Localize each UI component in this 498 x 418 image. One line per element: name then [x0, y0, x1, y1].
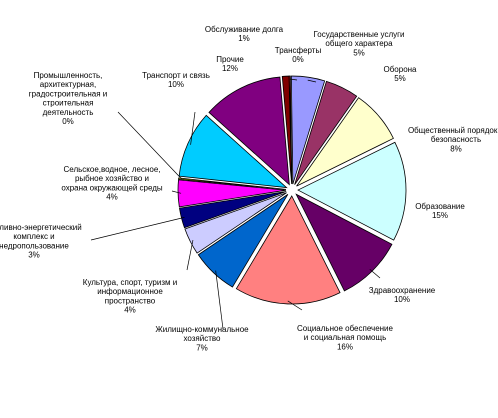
leader-line-11: [171, 190, 182, 194]
slice-label-line: архитектурная,: [40, 80, 96, 89]
slice-label-line: 10%: [394, 295, 410, 304]
leader-line-10: [90, 217, 185, 241]
pie-slice-8: [197, 194, 289, 288]
leader-line-2: [307, 79, 317, 83]
slice-label-line: 5%: [353, 48, 365, 57]
slice-label-line: Общественный порядок и: [408, 126, 498, 135]
slice-label-line: недропользование: [0, 241, 69, 250]
slice-label-line: общего характера: [325, 39, 393, 48]
pie-slice-4: [296, 97, 394, 187]
slice-label-line: 0%: [62, 117, 74, 126]
leader-line-9: [186, 240, 194, 271]
slice-label-line: Государственные услуги: [313, 30, 404, 39]
slice-label-line: хозяйство: [183, 334, 221, 343]
slice-label-line: Прочие: [216, 55, 244, 64]
leader-line-7: [287, 300, 303, 311]
leader-line-8: [215, 270, 224, 330]
slice-label-line: 1%: [238, 34, 250, 43]
pie-slice-9: [184, 192, 287, 254]
pie-slice-11: [177, 179, 287, 208]
slice-label-line: деятельность: [43, 108, 94, 117]
slice-label-line: 7%: [196, 343, 208, 352]
leader-lines-layer: [90, 78, 381, 330]
slice-label-line: 15%: [432, 211, 448, 220]
slice-label-line: Транспорт и связь: [142, 71, 210, 80]
slice-label-line: 12%: [222, 64, 238, 73]
slice-label-line: и социальная помощь: [304, 333, 386, 342]
slice-label-12: Промышленность,архитектурная,градостроит…: [29, 71, 107, 126]
pie-slice-3: [294, 80, 358, 185]
pie-slice-14: [208, 76, 290, 186]
slices-layer: [177, 75, 407, 305]
slice-label-line: Обслуживание долга: [205, 25, 284, 34]
slice-label-line: комплекс и: [13, 232, 54, 241]
leader-line-12: [117, 111, 182, 180]
pie-slice-2: [290, 75, 326, 185]
pie-slice-1: [288, 75, 293, 185]
slice-label-line: Жилищно-коммунальное: [155, 325, 249, 334]
slice-label-line: Образование: [415, 202, 465, 211]
pie-slice-7: [235, 195, 341, 305]
slice-label-line: 5%: [394, 74, 406, 83]
slice-label-line: Оборона: [383, 65, 417, 74]
slice-label-line: 4%: [106, 193, 118, 202]
slice-label-line: Промышленность,: [34, 71, 103, 80]
slice-label-line: Социальное обеспечение: [297, 324, 394, 333]
slice-label-line: 16%: [337, 342, 353, 351]
slice-label-line: рыбное хозяйство и: [75, 174, 149, 183]
slice-label-line: Топливно-энергетический: [0, 223, 82, 232]
leader-line-6: [369, 268, 381, 279]
slice-label-line: безопасность: [431, 135, 481, 144]
leader-line-13: [190, 111, 196, 145]
slice-label-line: Культура, спорт, туризм и: [83, 278, 177, 287]
slice-label-line: Здравоохранение: [369, 286, 436, 295]
slice-label-line: охрана окружающей среды: [61, 183, 163, 192]
slice-label-11: Сельское,водное, лесное,рыбное хозяйство…: [61, 165, 163, 202]
slice-label-line: 3%: [28, 251, 40, 260]
slice-label-line: строительная: [43, 99, 94, 108]
slice-label-line: Трансферты: [275, 46, 322, 55]
slice-label-line: Сельское,водное, лесное,: [63, 165, 160, 174]
slice-label-line: 8%: [450, 144, 462, 153]
pie-slice-5: [297, 141, 407, 241]
leader-line-1: [289, 78, 298, 81]
slice-label-line: 10%: [168, 80, 184, 89]
pie-slice-12: [178, 177, 287, 190]
slice-label-line: 0%: [292, 55, 304, 64]
slice-label-line: градостроительная и: [29, 89, 107, 98]
slice-label-line: пространство: [105, 296, 156, 305]
slice-label-line: 4%: [124, 306, 136, 315]
slice-label-line: информационное: [97, 287, 163, 296]
